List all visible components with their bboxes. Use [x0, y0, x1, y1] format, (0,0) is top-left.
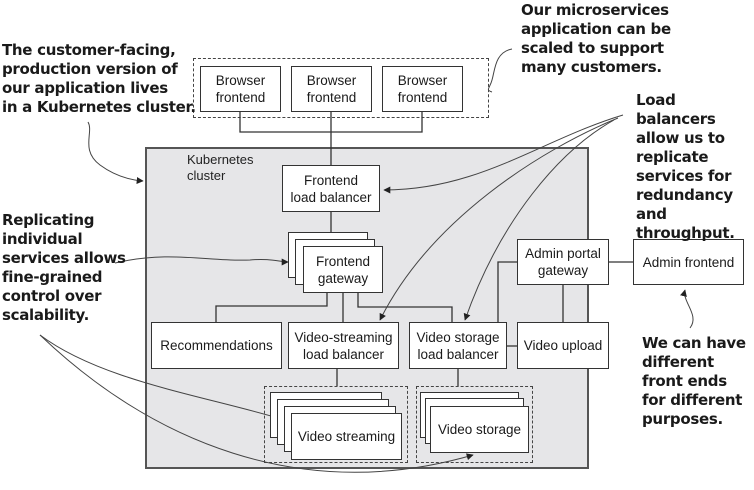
box-label: Browser	[397, 73, 448, 88]
recommendations-box: Recommendations	[151, 322, 282, 369]
annotation-microservices: Our microservices application can be sca…	[521, 1, 671, 77]
annotation-line: our application lives	[2, 79, 168, 97]
annotation-line: purposes.	[642, 410, 723, 428]
box-label: gateway	[537, 263, 589, 278]
box-label: frontend	[397, 90, 448, 105]
annotation-line: scalability.	[2, 306, 90, 324]
box-label: Browser	[306, 73, 357, 88]
annotation-line: replicate	[636, 148, 709, 166]
admin-portal-gateway: Admin portal gateway	[517, 239, 609, 285]
annotation-line: in a Kubernetes cluster.	[2, 98, 196, 116]
annotation-line: We can have	[642, 334, 746, 352]
box-label: load balancer	[302, 346, 385, 362]
customer-facing-arrow	[87, 121, 144, 185]
box-label: frontend	[306, 90, 357, 105]
video-upload-box: Video upload	[517, 322, 609, 369]
annotation-line: application can be	[521, 20, 671, 38]
box-label: gateway	[317, 270, 369, 286]
admin-frontend-box: Admin frontend	[633, 239, 744, 285]
annotation-line: individual	[2, 230, 83, 248]
annotation-line: production version of	[2, 60, 178, 78]
box-label: Admin portal	[525, 246, 601, 261]
cluster-label-line: Kubernetes	[187, 152, 254, 167]
annotation-line: Replicating	[2, 211, 95, 229]
box-label: Frontend	[303, 172, 359, 188]
cluster-label: Kubernetes cluster	[187, 152, 254, 184]
annotation-line: different	[642, 353, 714, 371]
annotation-line: services for	[636, 167, 732, 185]
box-label: Video upload	[523, 338, 603, 353]
annotation-line: front ends	[642, 372, 727, 390]
annotation-replicating: Replicating individual services allows f…	[2, 211, 126, 325]
box-label: load balancer	[290, 189, 372, 205]
video-streaming-replicas-group	[264, 386, 408, 463]
box-label: Recommendations	[160, 338, 273, 353]
box-label: Video storage	[437, 422, 522, 437]
annotation-line: control over	[2, 287, 102, 305]
annotation-line: scaled to support	[521, 39, 664, 57]
annotation-line: services allows	[2, 249, 126, 267]
browser-frontend-box: Browser frontend	[382, 66, 463, 112]
annotation-line: throughput.	[636, 224, 735, 242]
annotation-line: for different	[642, 391, 743, 409]
box-label: Video streaming	[297, 429, 396, 444]
cluster-label-line: cluster	[187, 168, 226, 183]
box-label: load balancer	[417, 346, 499, 362]
video-streaming-box: Video streaming	[291, 413, 402, 460]
annotation-line: Load balancers	[636, 91, 716, 128]
box-label: Admin frontend	[642, 254, 735, 270]
box-label: Browser	[215, 73, 266, 88]
front-ends-arrow	[680, 289, 694, 329]
box-label: Video storage	[416, 329, 500, 345]
browser-frontend-box: Browser frontend	[291, 66, 372, 112]
annotation-line: redundancy and	[636, 186, 733, 223]
annotation-line: The customer-facing,	[2, 41, 176, 59]
annotation-front-ends: We can have different front ends for dif…	[642, 334, 746, 429]
browser-frontend-box: Browser frontend	[200, 66, 281, 112]
box-label: Frontend	[315, 253, 371, 269]
annotation-line: allow us to	[636, 129, 725, 147]
annotation-load-balancers: Load balancers allow us to replicate ser…	[636, 91, 754, 243]
video-storage-box: Video storage	[430, 406, 529, 453]
annotation-line: Our microservices	[521, 1, 669, 19]
annotation-line: fine-grained	[2, 268, 103, 286]
annotation-customer-facing: The customer-facing, production version …	[2, 41, 196, 117]
microservices-arrow	[487, 48, 513, 93]
annotation-line: many customers.	[521, 58, 662, 76]
box-label: frontend	[215, 90, 266, 105]
box-label: Video-streaming	[294, 329, 393, 345]
video-storage-replicas-group	[416, 386, 533, 463]
